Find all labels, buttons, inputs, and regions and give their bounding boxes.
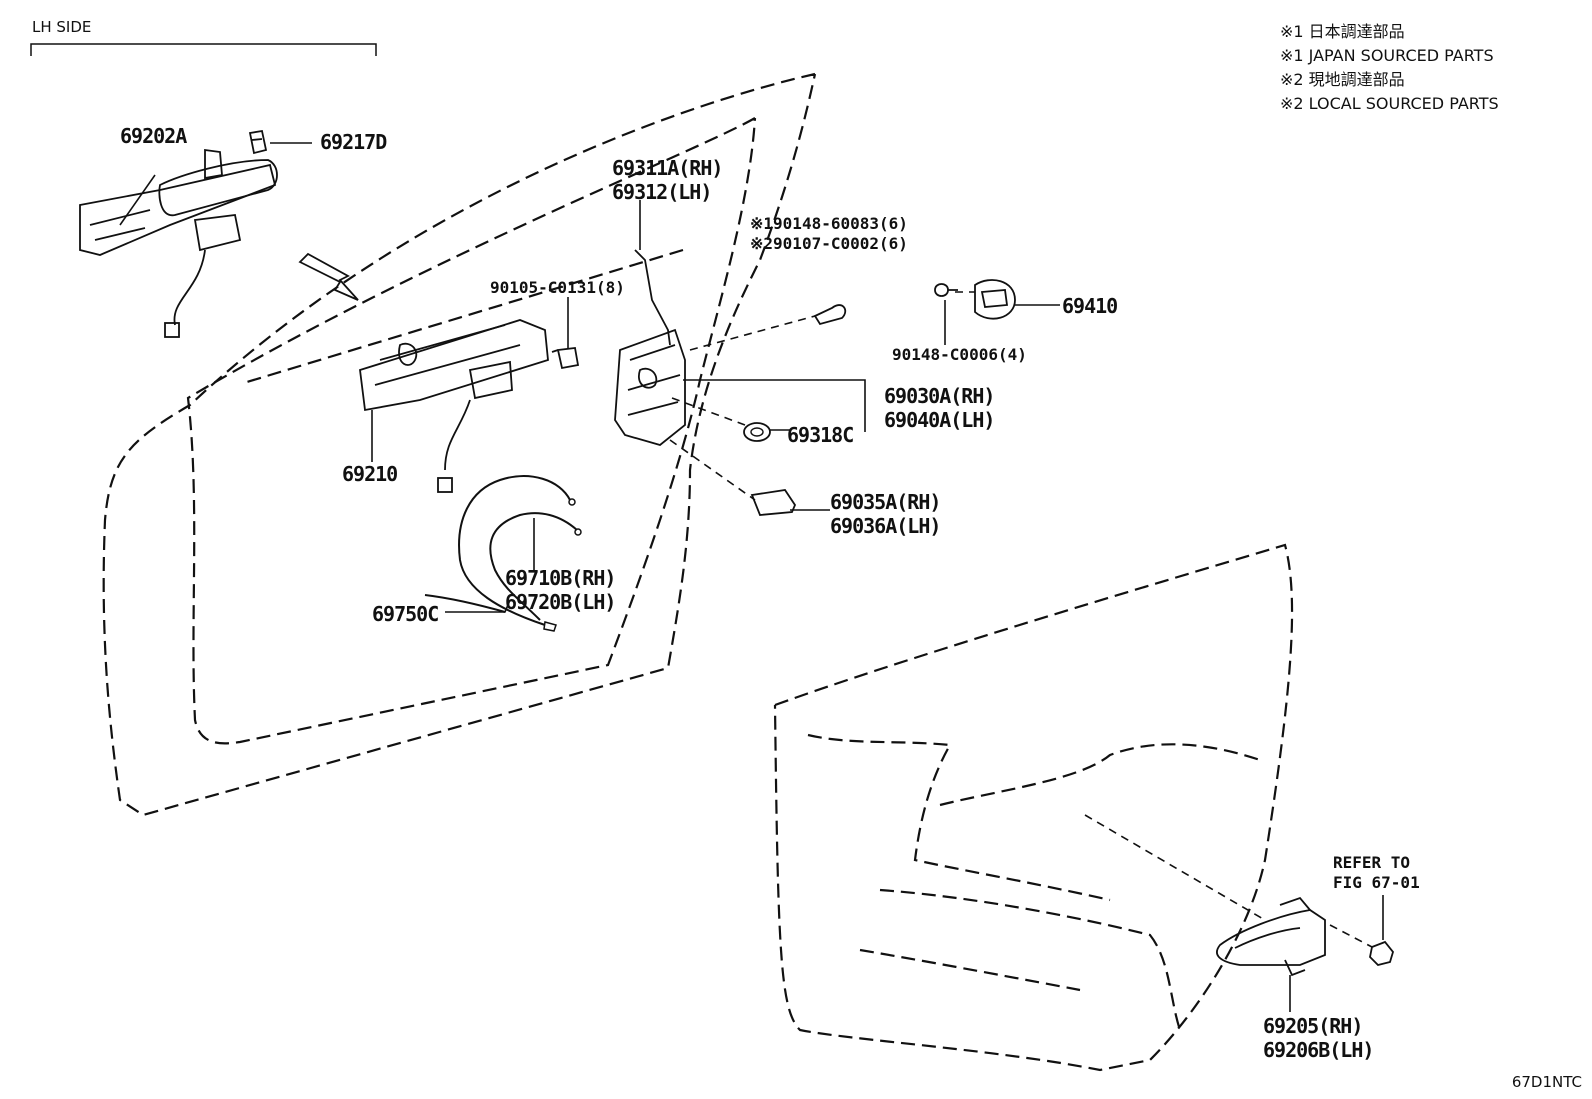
label-69205: 69205(RH) [1263,1014,1363,1038]
label-90105: 90105-C0131(8) [490,278,625,297]
label-90148: 90148-C0006(4) [892,345,1027,364]
door-lock-screw [813,304,847,326]
note-line-4: ※2 LOCAL SOURCED PARTS [1280,94,1499,113]
side-label: LH SIDE [32,18,92,36]
inside-handle-screw [1369,940,1394,966]
label-190148: ※190148-60083(6) [750,214,908,233]
label-69710B: 69710B(RH) [505,566,616,590]
handle-bolt [551,347,580,370]
figure-code: 67D1NTC [1511,1073,1582,1091]
striker-screw [934,283,958,297]
refer-to-line-2: FIG 67-01 [1333,873,1420,892]
label-69202A: 69202A [120,124,187,148]
door-striker [974,279,1016,320]
handle-cap [248,129,268,155]
note-line-3: ※2 現地調達部品 [1280,70,1405,89]
door-trim-outline [773,543,1294,1072]
label-69030A: 69030A(RH) [884,384,995,408]
lock-grommet [743,422,771,442]
door-lock-assembly [614,328,686,446]
label-69750C: 69750C [372,602,439,626]
leader-dashed [669,291,1373,948]
label-290107: ※290107-C0002(6) [750,234,908,253]
note-line-2: ※1 JAPAN SOURCED PARTS [1280,46,1494,65]
label-69035A: 69035A(RH) [830,490,941,514]
refer-to-line-1: REFER TO [1333,853,1411,872]
door-outline [102,72,817,817]
label-69217D: 69217D [320,130,387,154]
label-69720B: 69720B(LH) [505,590,616,614]
side-bracket [30,43,377,56]
inside-handle [1216,896,1326,977]
label-69312: 69312(LH) [612,180,712,204]
note-line-1: ※1 日本調達部品 [1280,22,1405,41]
lock-cover [750,489,797,516]
label-69040A: 69040A(LH) [884,408,995,432]
lock-rod [634,249,671,346]
direction-arrow [298,252,359,301]
label-69318C: 69318C [787,423,854,447]
outside-handle-assembly [359,319,549,493]
control-cables [424,475,578,626]
label-69410: 69410 [1062,294,1118,318]
outside-handle-frame [79,148,278,338]
label-69036A: 69036A(LH) [830,514,941,538]
label-69210: 69210 [342,462,398,486]
leader-solid [119,142,1384,1012]
label-69311A: 69311A(RH) [612,156,723,180]
label-69206B: 69206B(LH) [1263,1038,1374,1062]
